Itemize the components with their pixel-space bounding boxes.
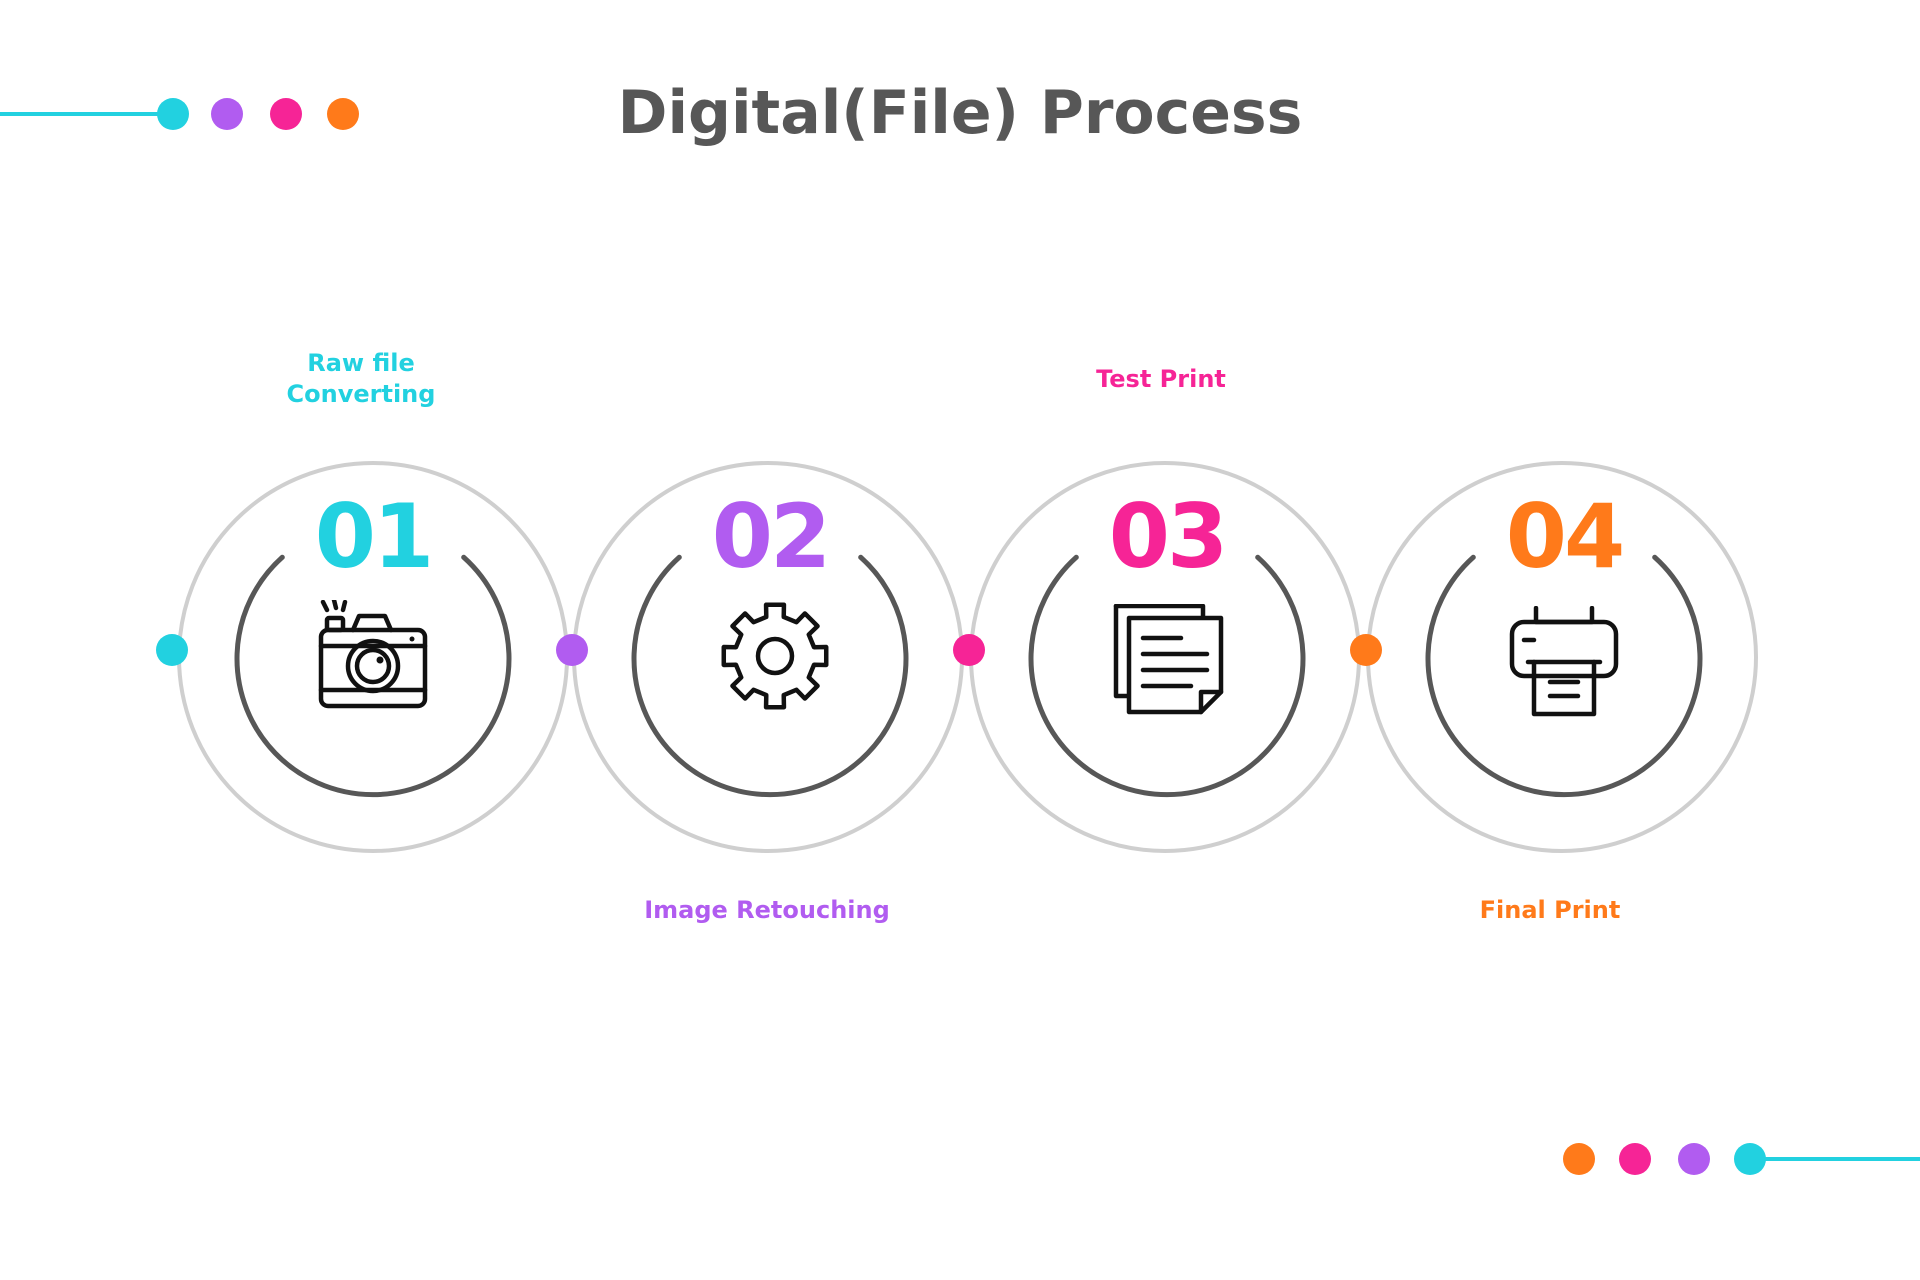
step-4-inner-arc: [1425, 554, 1703, 798]
step-1-number: 01: [314, 485, 434, 588]
decor-dot: [327, 98, 359, 130]
step-1-inner-arc: [234, 554, 512, 798]
step-3-connector-dot: [953, 634, 985, 666]
gear-icon: [721, 602, 829, 710]
step-3-label: Test Print: [1096, 365, 1226, 393]
camera-icon: [318, 600, 428, 709]
step-3-inner-arc: [1028, 554, 1306, 798]
step-2-connector-dot: [556, 634, 588, 666]
decor-line-top-left: [0, 112, 160, 116]
step-4-number: 04: [1505, 485, 1625, 588]
page-title: Digital(File) Process: [617, 78, 1303, 148]
step-2-inner-arc: [631, 554, 909, 798]
documents-icon: [1113, 604, 1224, 715]
decor-dot: [1678, 1143, 1710, 1175]
printer-icon: [1509, 606, 1619, 717]
decor-dot: [157, 98, 189, 130]
step-1-connector-dot: [156, 634, 188, 666]
step-3-number: 03: [1108, 485, 1228, 588]
decor-line-bottom-right: [1760, 1157, 1920, 1161]
decor-dot: [270, 98, 302, 130]
decor-dot: [1563, 1143, 1595, 1175]
step-2-number: 02: [711, 485, 831, 588]
step-4-label: Final Print: [1479, 896, 1621, 924]
step-1-label: Raw file Converting: [286, 349, 436, 408]
decor-dot: [211, 98, 243, 130]
step-2-label: Image Retouching: [644, 896, 890, 924]
step-4-connector-dot: [1350, 634, 1382, 666]
decor-dot: [1619, 1143, 1651, 1175]
